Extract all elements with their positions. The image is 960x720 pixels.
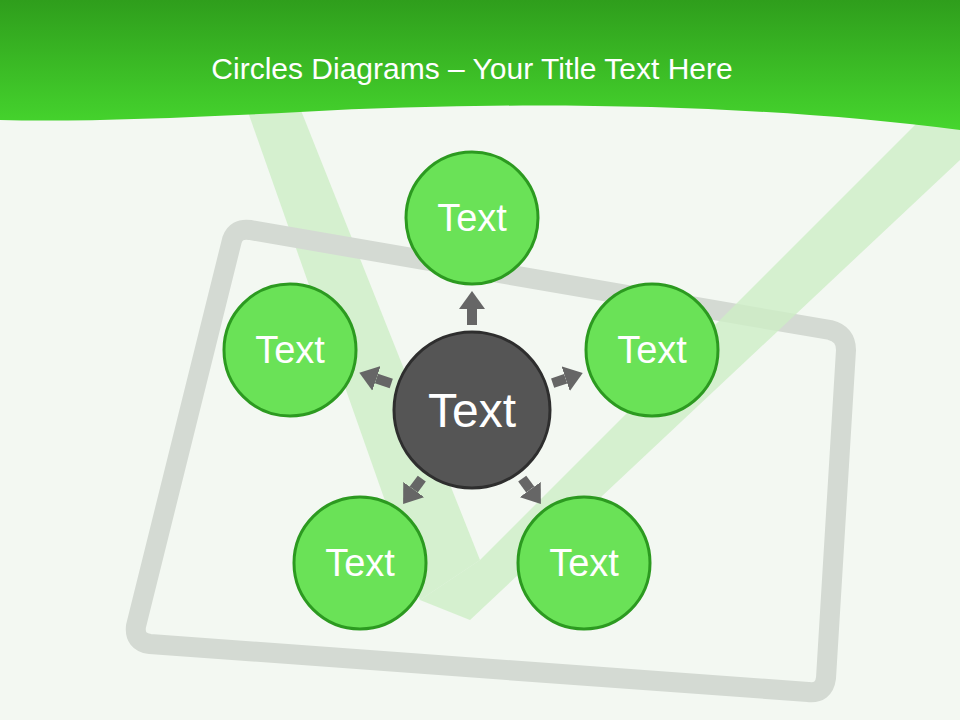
- satellite-circle: Text: [292, 495, 428, 631]
- arrow-connector: [522, 479, 530, 490]
- arrow-connector: [467, 309, 477, 325]
- node-label: Text: [325, 542, 395, 585]
- node-label: Text: [549, 542, 619, 585]
- node-label: Text: [437, 197, 507, 240]
- satellite-circle: Text: [222, 282, 358, 418]
- satellite-circle: Text: [404, 150, 540, 286]
- node-label: Text: [617, 329, 687, 372]
- slide-title: Circles Diagrams – Your Title Text Here: [0, 52, 944, 86]
- satellite-circle: Text: [516, 495, 652, 631]
- arrow-connector: [414, 479, 422, 490]
- checkbox-outline: [136, 230, 846, 693]
- arrow-connector: [553, 379, 566, 383]
- node-label: Text: [255, 329, 325, 372]
- header-band: [0, 0, 960, 130]
- node-label: Text: [428, 383, 516, 438]
- satellite-circle: Text: [584, 282, 720, 418]
- hub-circle: Text: [392, 330, 552, 490]
- arrow-connector: [376, 378, 391, 383]
